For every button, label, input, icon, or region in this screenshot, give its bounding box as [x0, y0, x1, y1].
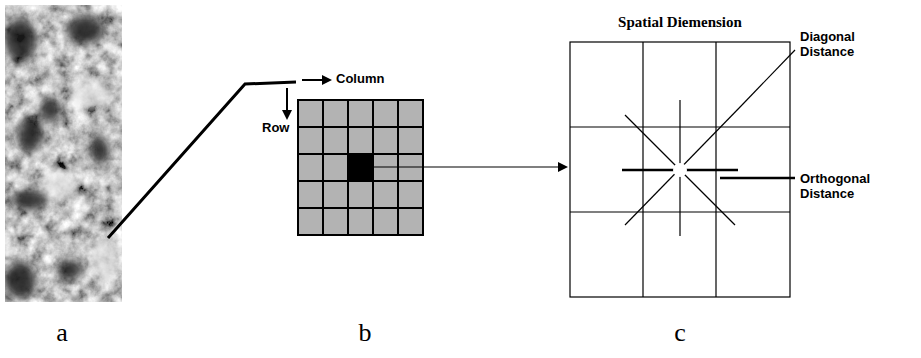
column-arrow — [302, 79, 330, 81]
satellite-image — [5, 5, 122, 302]
callout-label: Diagonal Distance — [800, 30, 880, 60]
panel-letter: a — [42, 318, 82, 348]
distance-lines — [622, 50, 795, 236]
pointer-line — [108, 82, 296, 238]
axis-label: Column — [336, 72, 406, 87]
callout-label: Orthogonal Distance — [800, 172, 892, 202]
neighbourhood-grid — [570, 42, 790, 297]
panel-letter: b — [345, 318, 385, 348]
axis-label: Row — [262, 121, 312, 136]
panel-heading: Spatial Diemension — [580, 14, 780, 31]
center-pixel — [673, 163, 687, 177]
zoom-arrow — [368, 166, 566, 167]
row-arrow — [286, 88, 288, 118]
panel-letter: c — [660, 318, 700, 348]
